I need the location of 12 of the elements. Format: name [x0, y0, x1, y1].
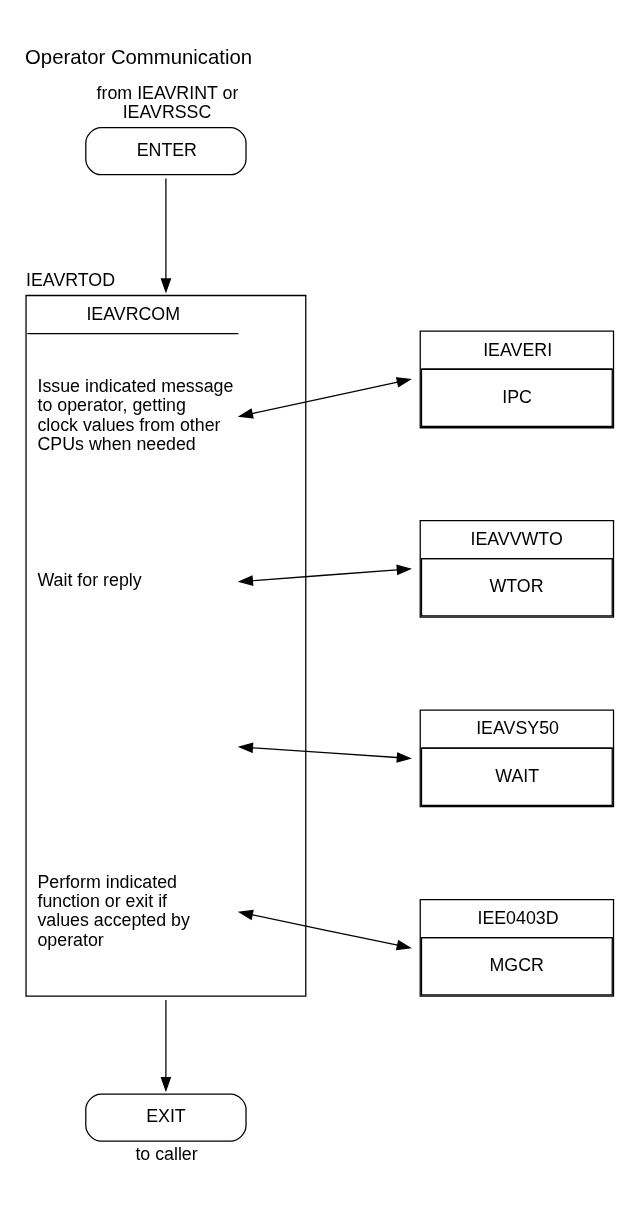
arrow	[160, 177, 172, 294]
arrow	[237, 909, 412, 950]
arrow	[237, 376, 412, 419]
node-label: to caller	[135, 1143, 198, 1164]
diagram-title: Operator Communication	[25, 45, 253, 68]
node-box: EXIT	[85, 1092, 247, 1142]
node-box: ENTER	[85, 126, 247, 175]
arrow	[160, 998, 172, 1092]
node-label: from IEAVRINT or IEAVRSSC	[96, 82, 239, 122]
arrow	[237, 564, 412, 586]
node-label: IEAVRTOD	[26, 269, 116, 290]
arrow	[237, 742, 412, 763]
